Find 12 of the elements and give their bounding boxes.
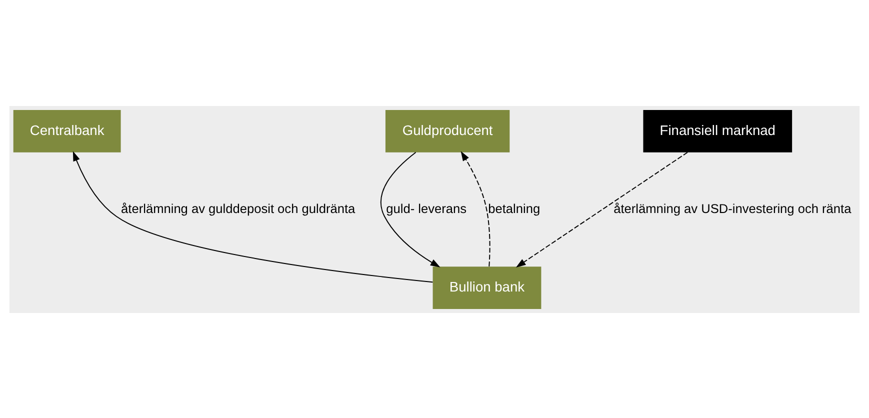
node-box: Bullion bank: [432, 266, 542, 309]
node-box: Centralbank: [13, 109, 121, 152]
node-box: Guldproducent: [385, 109, 510, 152]
node-box: Finansiell marknad: [643, 109, 792, 152]
edge-label: betalning: [488, 200, 540, 216]
edge-label: återlämning av USD-investering och ränta: [614, 200, 852, 216]
arrow: [380, 151, 440, 267]
arrow: [460, 150, 490, 266]
edge-label: guld- leverans: [386, 200, 467, 216]
arrow: [72, 150, 434, 282]
arrow: [516, 151, 688, 267]
edge-label: återlämning av gulddeposit och guldränta: [121, 200, 356, 216]
